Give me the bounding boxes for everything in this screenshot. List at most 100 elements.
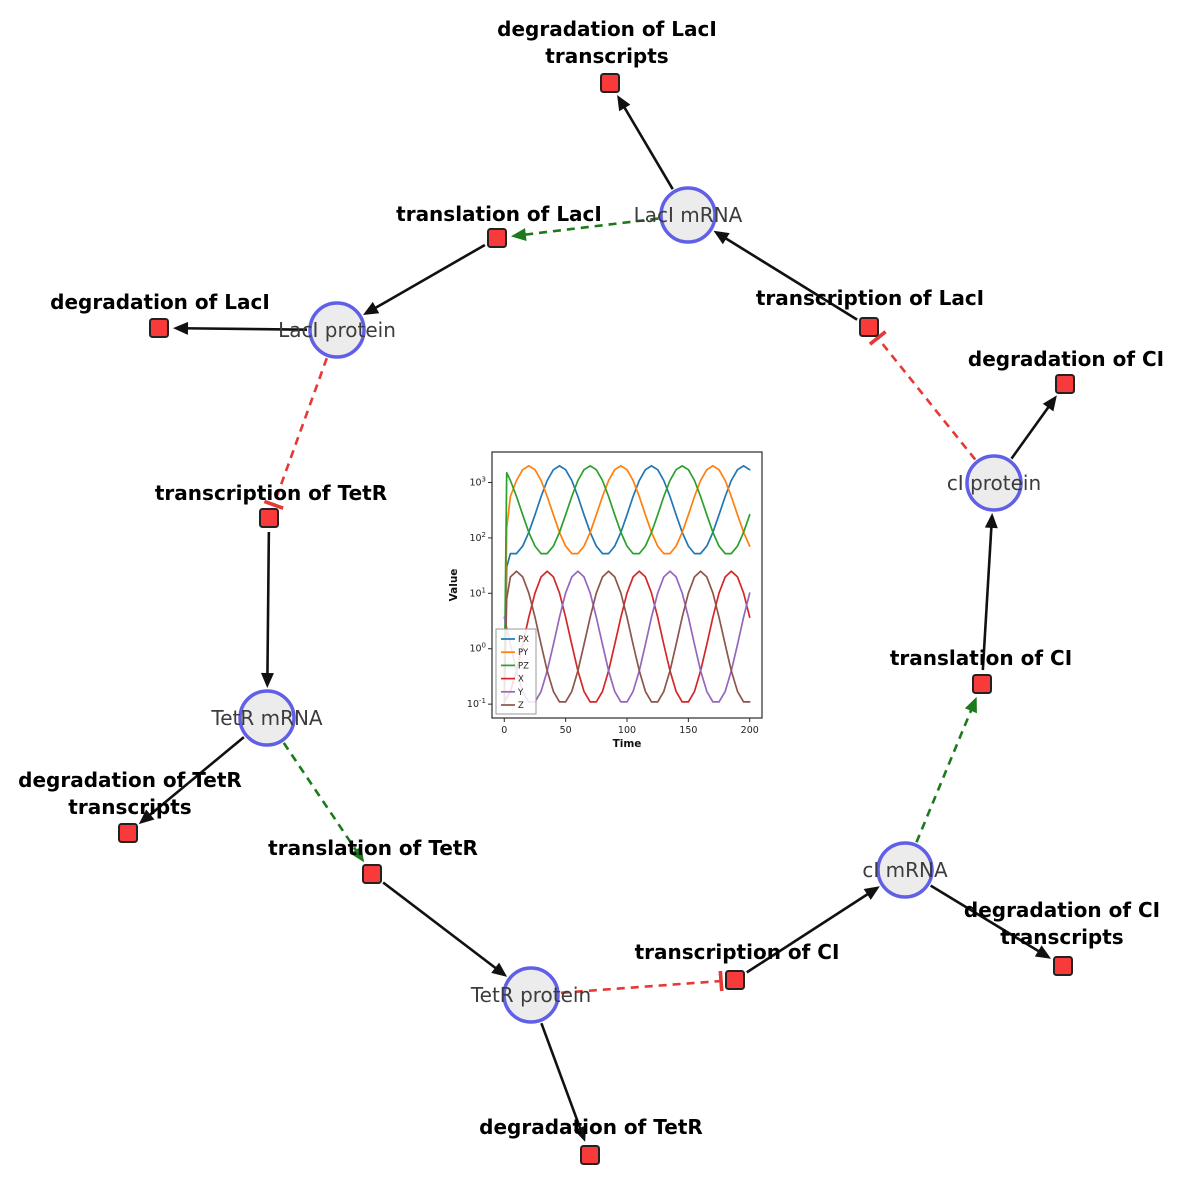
x-tick-label: 100 [618,725,636,736]
arrowhead-ci_mrna-to-degradation_of_ci_transcripts [1034,945,1052,959]
y-tick-label: 100 [469,642,486,655]
reaction-label-degradation-of-ci: degradation of CI [968,347,1164,371]
edge-ci_mrna-to-degradation_of_ci_transcripts [929,884,1045,956]
arrowhead-translation_of_tetr-to-tetr_protein [491,962,508,977]
inhibition-tbar-laci_protein-to-transcription_of_tetr [263,499,284,510]
edge-translation_of_laci-to-laci_protein [369,243,486,313]
reaction-node-translation-of-tetr[interactable] [362,864,382,884]
reaction-node-degradation-of-tetr[interactable] [580,1145,600,1165]
chart-x-axis-label: Time [613,738,642,750]
species-node-laci-protein[interactable] [308,301,366,359]
inhibition-tbar-ci_protein-to-transcription_of_laci [868,330,887,346]
y-tick-label: 10-1 [467,697,486,710]
inhibition-tbar-tetr_protein-to-transcription_of_ci [718,970,724,992]
reaction-node-degradation-of-ci-transcripts[interactable] [1053,956,1073,976]
edge-laci_mrna-to-degradation_of_laci_transcripts [620,101,674,190]
reaction-node-transcription-of-ci[interactable] [725,970,745,990]
arrowhead-tetr_mrna-to-translation_of_tetr [350,846,365,863]
reaction-label-degradation-of-laci: degradation of LacI [50,290,270,314]
species-label-laci-mrna: LacI mRNA [634,203,743,227]
arrowhead-tetr_protein-to-degradation_of_tetr [573,1125,587,1142]
reaction-node-degradation-of-ci[interactable] [1055,374,1075,394]
species-node-tetr-mrna[interactable] [238,689,296,747]
species-node-laci-mrna[interactable] [659,186,717,244]
reaction-label-degradation-of-tetr: degradation of TetR [479,1115,703,1139]
edge-ci_mrna-to-translation_of_ci [915,703,975,843]
species-label-laci-protein: LacI protein [278,318,396,342]
edge-laci_protein-to-transcription_of_tetr [272,357,329,506]
edge-translation_of_tetr-to-tetr_protein [382,881,502,974]
arrowhead-laci_mrna-to-translation_of_laci [510,228,527,241]
reaction-label-translation-of-laci: translation of LacI [396,202,602,226]
reaction-node-degradation-of-laci-transcripts[interactable] [600,73,620,93]
chart-series-py [503,465,751,696]
reaction-node-degradation-of-tetr-transcripts[interactable] [118,823,138,843]
x-tick-label: 200 [741,725,759,736]
arrowhead-laci_mrna-to-degradation_of_laci_transcripts [617,95,631,112]
arrowhead-translation_of_laci-to-laci_protein [363,301,380,316]
edge-transcription_of_ci-to-ci_mrna [746,889,874,974]
reaction-node-translation-of-ci[interactable] [972,674,992,694]
edge-tetr_mrna-to-translation_of_tetr [282,742,361,857]
edge-translation_of_ci-to-ci_protein [981,520,994,671]
reaction-node-translation-of-laci[interactable] [487,228,507,248]
x-tick-label: 0 [501,725,507,736]
chart-series-z [503,570,751,705]
chart-series-pz [503,465,751,689]
nodes-layer [118,73,1075,1165]
reaction-label-transcription-of-tetr: transcription of TetR [155,481,387,505]
reaction-node-degradation-of-laci[interactable] [149,318,169,338]
y-tick-label: 102 [469,531,486,544]
species-node-ci-mrna[interactable] [876,841,934,899]
x-tick-label: 50 [560,725,572,736]
chart-y-axis-label: Value [448,569,460,602]
arrowhead-transcription_of_ci-to-ci_mrna [863,886,880,900]
species-label-tetr-protein: TetR protein [470,983,591,1007]
species-node-ci-protein[interactable] [965,454,1023,512]
chart-plot-area [491,451,763,719]
y-tick-label: 101 [469,586,486,599]
legend-label-y: Y [517,688,524,698]
reaction-node-transcription-of-laci[interactable] [859,317,879,337]
edge-laci_protein-to-degradation_of_laci [180,326,308,331]
x-tick-label: 150 [679,725,697,736]
chart-series-px [503,465,751,701]
arrowhead-tetr_mrna-to-degradation_of_tetr_transcripts [138,809,155,825]
arrowhead-ci_protein-to-degradation_of_ci [1042,395,1057,412]
legend-label-py: PY [518,648,529,658]
y-tick-label: 103 [469,475,486,488]
edge-ci_protein-to-transcription_of_laci [876,337,977,461]
reaction-label-translation-of-tetr: translation of TetR [268,836,478,860]
arrowhead-translation_of_ci-to-ci_protein [984,512,998,529]
species-label-tetr-mrna: TetR mRNA [210,706,323,730]
edge-transcription_of_laci-to-laci_mrna [719,233,858,321]
arrowhead-laci_protein-to-degradation_of_laci [172,321,189,335]
edges-layer [138,95,1057,1142]
reaction-label-transcription-of-ci: transcription of CI [635,940,840,964]
arrowhead-transcription_of_laci-to-laci_mrna [713,230,730,245]
legend-label-px: PX [518,635,529,645]
reaction-node-transcription-of-tetr[interactable] [259,508,279,528]
species-label-ci-mrna: cI mRNA [862,858,948,882]
species-node-tetr-protein[interactable] [502,966,560,1024]
edge-tetr_mrna-to-degradation_of_tetr_transcripts [144,736,245,820]
edge-tetr_protein-to-degradation_of_tetr [540,1022,584,1135]
chart-series-layer [503,465,751,705]
edge-tetr_protein-to-transcription_of_ci [560,979,722,995]
edge-laci_mrna-to-translation_of_laci [518,217,659,237]
arrowhead-transcription_of_tetr-to-tetr_mrna [260,672,274,689]
legend-label-x: X [518,675,524,685]
edge-transcription_of_tetr-to-tetr_mrna [266,531,271,681]
edge-ci_protein-to-degradation_of_ci [1010,401,1054,460]
reaction-label-translation-of-ci: translation of CI [890,646,1072,670]
legend-label-z: Z [518,701,524,711]
arrowhead-ci_mrna-to-translation_of_ci [964,696,977,714]
reaction-label-transcription-of-laci: transcription of LacI [756,286,984,310]
